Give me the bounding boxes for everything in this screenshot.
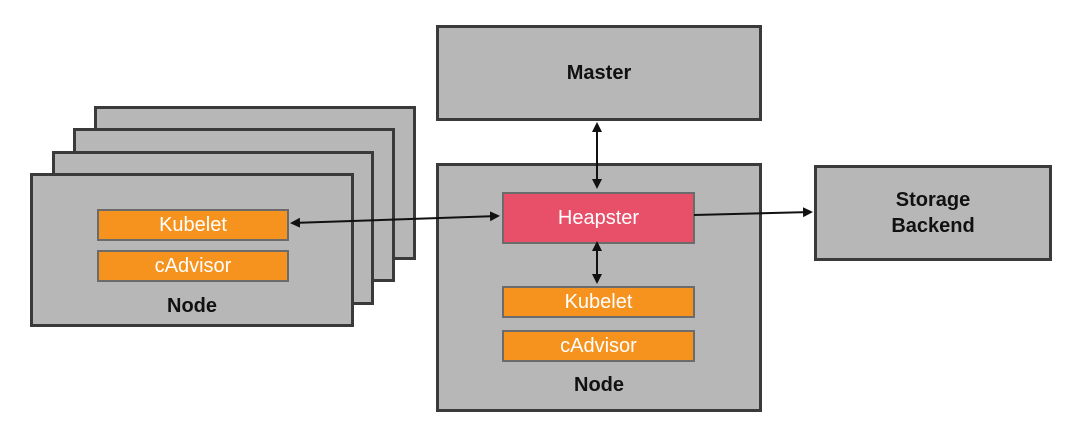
center-node-label: Node [574, 374, 624, 396]
master-label: Master [566, 62, 632, 84]
left-kubelet: Kubelet [97, 209, 289, 241]
left-cadvisor: cAdvisor [97, 250, 289, 282]
storage-backend-box: Storage Backend [814, 165, 1052, 261]
center-cadvisor: cAdvisor [502, 330, 695, 362]
arrow-kubelet-heapster [290, 211, 500, 228]
master-box: Master [436, 25, 762, 121]
storage-label-line2: Backend [891, 215, 975, 237]
storage-label-line1: Storage [895, 189, 971, 211]
center-node-box: Heapster Kubelet cAdvisor Node [436, 163, 762, 412]
left-node-box: Kubelet cAdvisor Node [30, 173, 354, 327]
arrow-heapster-storage [693, 207, 813, 218]
center-kubelet: Kubelet [502, 286, 695, 318]
left-node-label: Node [167, 295, 217, 317]
